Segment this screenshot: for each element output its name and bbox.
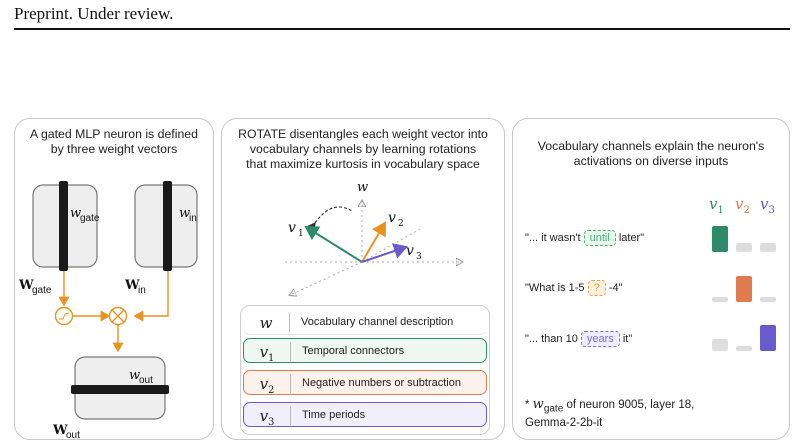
example-quote: "What is 1-5 ? -4" xyxy=(525,280,623,296)
header-rule xyxy=(14,28,790,30)
activation-bar xyxy=(736,242,752,252)
svg-text:W: W xyxy=(52,423,68,438)
neuron-panel-title: A gated MLP neuron is defined by three w… xyxy=(30,127,198,156)
svg-text:out: out xyxy=(66,430,80,441)
svg-text:gate: gate xyxy=(32,285,52,296)
svg-text:w: w xyxy=(179,206,190,221)
table-header: w Vocabulary channel description xyxy=(243,310,487,335)
table-row: v2 Negative numbers or subtraction xyxy=(243,370,487,396)
svg-text:w: w xyxy=(129,368,140,383)
activation-bar xyxy=(760,296,776,302)
svg-text:out: out xyxy=(139,375,153,386)
activations-panel: Vocabulary channels explain the neuron's… xyxy=(512,118,790,440)
vocabulary-channel-table: w Vocabulary channel description v1 Temp… xyxy=(240,305,490,435)
legend-v2: v2 xyxy=(735,195,750,216)
activation-bar xyxy=(760,242,776,252)
highlighted-token: years xyxy=(580,331,620,347)
svg-text:1: 1 xyxy=(298,229,304,239)
svg-text:3: 3 xyxy=(416,252,422,262)
rotate-panel-title: ROTATE disentangles each weight vector i… xyxy=(238,127,488,171)
svg-text:in: in xyxy=(138,285,146,296)
svg-text:v: v xyxy=(388,210,396,226)
neuron-panel: A gated MLP neuron is defined by three w… xyxy=(14,118,214,441)
activation-bar xyxy=(736,276,752,302)
svg-text:W: W xyxy=(124,278,140,293)
highlighted-token: until xyxy=(583,230,616,246)
example-quote: "... than 10 years it" xyxy=(525,331,633,347)
activations-panel-title: Vocabulary channels explain the neuron's… xyxy=(537,139,765,168)
footnote: * wgate of neuron 9005, layer 18, Gemma-… xyxy=(525,397,695,430)
svg-text:W: W xyxy=(18,278,34,293)
svg-text:w: w xyxy=(70,206,81,221)
svg-text:v: v xyxy=(288,220,296,236)
activation-bar xyxy=(712,296,728,302)
table-row: v3 Time periods xyxy=(243,402,487,428)
svg-text:v: v xyxy=(406,243,414,259)
svg-text:w: w xyxy=(357,180,368,195)
preprint-header: Preprint. Under review. xyxy=(14,4,174,23)
svg-text:in: in xyxy=(189,213,197,224)
table-row: v1 Temporal connectors xyxy=(243,338,487,364)
example-quote: "... it wasn't until later" xyxy=(525,230,645,246)
legend-v1: v1 xyxy=(709,195,724,216)
highlighted-token: ? xyxy=(587,280,606,296)
svg-text:gate: gate xyxy=(80,213,100,224)
svg-text:2: 2 xyxy=(398,219,404,229)
rotate-panel: ROTATE disentangles each weight vector i… xyxy=(221,118,505,440)
activation-bar xyxy=(712,226,728,252)
rotation-diagram: w v 1 v 2 v 3 xyxy=(284,180,506,309)
activation-bar xyxy=(760,325,776,351)
neuron-diagram: w gate w in W gate W in w out W out xyxy=(18,181,198,441)
activation-bar xyxy=(712,339,728,351)
legend-v3: v3 xyxy=(760,195,775,216)
activation-bar xyxy=(736,345,752,351)
